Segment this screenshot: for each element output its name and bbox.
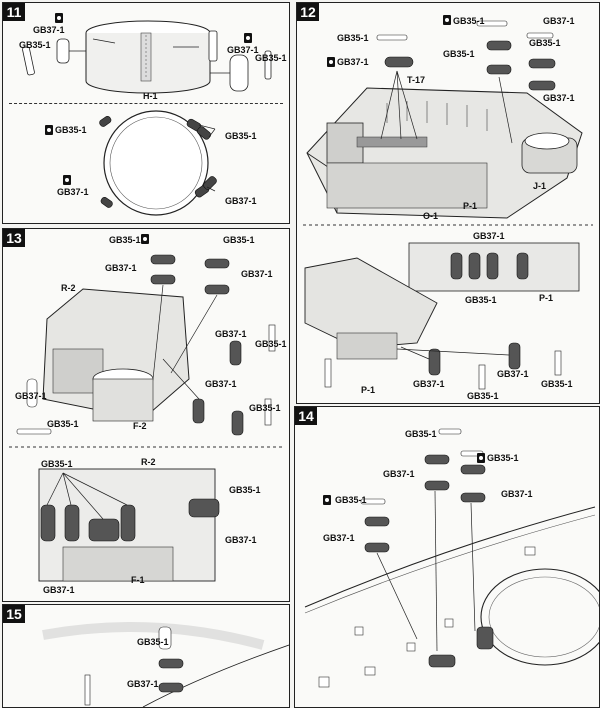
part-label-f2: F-2 — [133, 421, 147, 431]
step-13-label-7: GB35-1 — [255, 339, 287, 349]
step-13-illustration — [9, 254, 283, 582]
step-12-label-4: GB37-1 — [337, 57, 369, 67]
step-11-panel: 11 — [2, 2, 290, 224]
part-label-f1: F-1 — [131, 575, 145, 585]
step-13-panel: 13 — [2, 228, 290, 602]
step-13-label-10: GB37-1 — [205, 379, 237, 389]
step-14-illustration — [304, 428, 599, 688]
step-11-label-7: GB35-1 — [225, 131, 257, 141]
part-label-o1: O-1 — [423, 211, 439, 221]
step-12-label-1: GB35-1 — [453, 16, 485, 26]
step-14-label-4: GB37-1 — [501, 489, 533, 499]
step-13-label-1: GB35-1 — [109, 235, 141, 245]
part-label-r2-a: R-2 — [61, 283, 76, 293]
step-11-number: 11 — [3, 3, 25, 21]
step-14-label-3: GB37-1 — [383, 469, 415, 479]
step-12-label-6: GB35-1 — [443, 49, 475, 59]
step-11-illustration — [22, 20, 272, 216]
step-12-label-2: GB37-1 — [543, 16, 575, 26]
step-14-label-1: GB35-1 — [405, 429, 437, 439]
step-11-label-2: GB37-1 — [33, 25, 65, 35]
part-label-p1-c: P-1 — [361, 385, 376, 395]
step-12-label-17: GB37-1 — [497, 369, 529, 379]
part-label-p1-a: P-1 — [463, 201, 478, 211]
part-label-r2-b: R-2 — [141, 457, 156, 467]
step-13-label-13: GB35-1 — [41, 459, 73, 469]
step-13-label-15: GB35-1 — [229, 485, 261, 495]
step-14-label-2: GB35-1 — [487, 453, 519, 463]
step-11-label-8: GB37-1 — [57, 187, 89, 197]
part-label-p1-b: P-1 — [539, 293, 554, 303]
step-13-label-3: GB37-1 — [105, 263, 137, 273]
step-11-label-6: GB35-1 — [55, 125, 87, 135]
step-11-label-1: GB35-1 — [19, 40, 51, 50]
step-14-number: 14 — [295, 407, 317, 425]
part-label-t17: T-17 — [407, 75, 426, 85]
step-13-label-8: GB37-1 — [15, 391, 47, 401]
step-14-panel: 14 — [294, 406, 600, 708]
step-13-label-17: GB37-1 — [43, 585, 75, 595]
step-12-label-12: GB37-1 — [473, 231, 505, 241]
step-13-label-9: GB35-1 — [47, 419, 79, 429]
step-12-label-19: GB35-1 — [541, 379, 573, 389]
step-12-label-16: GB37-1 — [413, 379, 445, 389]
step-12-label-7: GB37-1 — [543, 93, 575, 103]
step-15-label-2: GB37-1 — [127, 679, 159, 689]
step-13-label-4: GB37-1 — [241, 269, 273, 279]
step-13-label-16: GB37-1 — [225, 535, 257, 545]
step-12-label-5: GB35-1 — [529, 38, 561, 48]
step-15-illustration — [42, 622, 289, 707]
step-12-label-18: GB35-1 — [467, 391, 499, 401]
part-label-h1: H-1 — [143, 91, 158, 101]
step-12-illustration — [303, 20, 593, 390]
step-14-label-6: GB37-1 — [323, 533, 355, 543]
step-12-label-3: GB35-1 — [337, 33, 369, 43]
step-15-number: 15 — [3, 605, 25, 623]
step-11-label-9: GB37-1 — [225, 196, 257, 206]
step-13-number: 13 — [3, 229, 25, 247]
step-11-label-3: GB37-1 — [227, 45, 259, 55]
step-14-label-5: GB35-1 — [335, 495, 367, 505]
step-13-label-2: GB35-1 — [223, 235, 255, 245]
step-13-label-11: GB35-1 — [249, 403, 281, 413]
part-label-j1: J-1 — [533, 181, 547, 191]
step-12-label-13: GB35-1 — [465, 295, 497, 305]
step-11-label-4: GB35-1 — [255, 53, 287, 63]
step-12-number: 12 — [297, 3, 319, 21]
step-15-panel: 15 GB35-1 GB37-1 — [2, 604, 290, 708]
step-13-label-6: GB37-1 — [215, 329, 247, 339]
step-12-panel: 12 — [296, 2, 600, 404]
step-15-label-1: GB35-1 — [137, 637, 169, 647]
